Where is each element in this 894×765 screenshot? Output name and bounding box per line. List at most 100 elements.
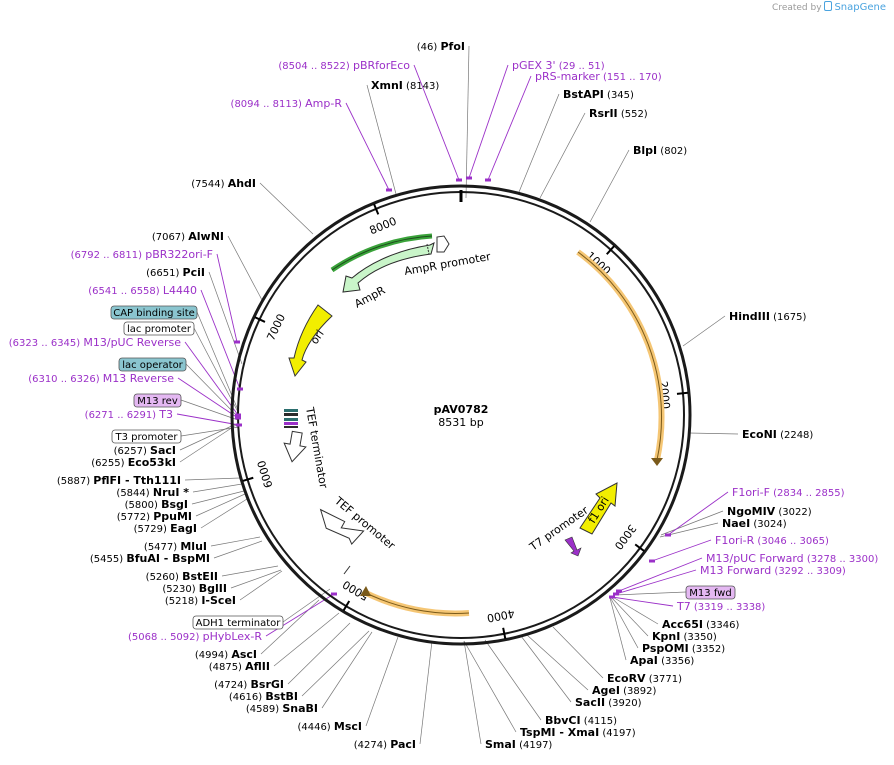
primer-f1ori-f[interactable]: F1ori-F (2834 .. 2855): [665, 486, 845, 537]
site-position: (6257): [114, 446, 150, 457]
primer-f1ori-r[interactable]: F1ori-R (3046 .. 3065): [649, 534, 829, 563]
site-blpi[interactable]: BlpI (802): [633, 144, 687, 157]
primer-label: (6310 .. 6326) M13 Reverse: [28, 372, 174, 385]
site-leader: [195, 493, 246, 517]
feature-adh1-terminator[interactable]: ADH1 terminator: [192, 615, 284, 630]
primer-leader: [200, 289, 241, 390]
primer-phyblex-r[interactable]: (5068 .. 5092) pHybLex-R: [128, 592, 337, 644]
site-label: (4446) MscI: [297, 720, 362, 733]
site-ecorv[interactable]: EcoRV (3771): [607, 672, 682, 685]
site-pcii[interactable]: (6651) PciI: [146, 266, 205, 279]
primer-pgex-3[interactable]: pGEX 3' (29 .. 51): [466, 59, 605, 180]
feature-box-text: ADH1 terminator: [196, 618, 282, 629]
site-asci[interactable]: (4994) AscI: [195, 648, 257, 661]
site-tspmi-xmai[interactable]: TspMI - XmaI (4197): [520, 726, 636, 739]
site-name: TspMI - XmaI: [520, 726, 599, 739]
site-xmni[interactable]: XmnI (8143): [371, 79, 439, 92]
site-i-scei[interactable]: (5218) I-SceI: [165, 594, 236, 607]
site-leader: [609, 597, 627, 661]
ampr-feature-arrow: [342, 242, 435, 293]
site-econi[interactable]: EcoNI (2248): [742, 428, 813, 441]
site-msci[interactable]: (4446) MscI: [297, 720, 362, 733]
site-ahdi[interactable]: (7544) AhdI: [191, 177, 256, 190]
site-leader: [610, 596, 649, 637]
primer-m13-forward[interactable]: M13 Forward (3292 .. 3309): [613, 564, 846, 596]
primer-t7[interactable]: T7 (3319 .. 3338): [609, 595, 765, 614]
tick-label-8000: 8000: [368, 215, 399, 238]
site-ppumi[interactable]: (5772) PpuMI: [117, 510, 192, 523]
site-bglii[interactable]: (5230) BglII: [162, 582, 227, 595]
site-leader: [463, 640, 482, 745]
feature-leader: [185, 363, 239, 418]
primer-t3[interactable]: (6271 .. 6291) T3: [85, 408, 242, 427]
site-position: (802): [657, 146, 687, 157]
site-bfuai-bspmi[interactable]: (5455) BfuAI - BspMI: [90, 552, 210, 565]
site-name: PfoI: [441, 40, 466, 53]
site-hindiii[interactable]: HindIII (1675): [729, 310, 806, 323]
restriction-site-labels: (46) PfoI XmnI (8143) BstAPI (345) RsrII (5…: [57, 40, 814, 751]
orf-arc-2-core: [363, 591, 470, 614]
primer-pbr322ori-f[interactable]: (6792 .. 6811) pBR322ori-F: [71, 248, 240, 344]
primer-label: (6323 .. 6345) M13/pUC Reverse: [9, 336, 181, 349]
feature-lac-promoter[interactable]: lac promoter: [123, 321, 195, 336]
site-position: (3350): [680, 632, 717, 643]
site-snabi[interactable]: (4589) SnaBI: [246, 702, 318, 715]
primer-m13-puc-reverse[interactable]: (6323 .. 6345) M13/pUC Reverse: [9, 336, 241, 417]
site-pfoi[interactable]: (46) PfoI: [417, 40, 465, 53]
primer-pbrforeco[interactable]: (8504 .. 8522) pBRforEco: [278, 59, 462, 182]
site-position: (5844): [116, 488, 152, 499]
feature-box-text: lac operator: [122, 360, 183, 371]
site-acc65i[interactable]: Acc65I (3346): [662, 618, 739, 631]
site-bsgi[interactable]: (5800) BsgI: [125, 498, 188, 511]
site-aflii[interactable]: (4875) AflII: [209, 660, 270, 673]
primer-site-marker: [236, 423, 242, 427]
feature-t3-promoter[interactable]: T3 promoter: [111, 429, 182, 444]
primer-range: (6541 .. 6558): [88, 286, 163, 297]
feature-m13-fwd[interactable]: M13 fwd: [685, 585, 736, 600]
primer-m13-puc-forward[interactable]: M13/pUC Forward (3278 .. 3300): [616, 552, 878, 593]
site-pflfi-tth111i[interactable]: (5887) PflFI - Tth111I: [57, 474, 181, 487]
cluster-bar-4: [284, 422, 298, 425]
site-label: PspOMI (3352): [642, 642, 725, 655]
site-pspomi[interactable]: PspOMI (3352): [642, 642, 725, 655]
site-bbvci[interactable]: BbvCI (4115): [545, 714, 617, 727]
site-bsrgi[interactable]: (4724) BsrGI: [214, 678, 284, 691]
site-eco53ki[interactable]: (6255) Eco53kI: [91, 456, 176, 469]
site-rsrii[interactable]: RsrII (552): [589, 107, 648, 120]
site-sacii[interactable]: SacII (3920): [575, 696, 642, 709]
feature-cap-binding-site[interactable]: CAP binding site: [110, 305, 198, 320]
primer-amp-r[interactable]: (8094 .. 8113) Amp-R: [231, 97, 392, 192]
site-position: (46): [417, 42, 441, 53]
site-apai[interactable]: ApaI (3356): [630, 654, 694, 667]
site-saci[interactable]: (6257) SacI: [114, 444, 176, 457]
primer-label: (8094 .. 8113) Amp-R: [231, 97, 343, 110]
primer-range: (3292 .. 3309): [771, 566, 846, 577]
site-kpni[interactable]: KpnI (3350): [652, 630, 717, 643]
tick-mark-6000: [242, 476, 254, 482]
site-bsteii[interactable]: (5260) BstEII: [146, 570, 218, 583]
site-label: (6651) PciI: [146, 266, 205, 279]
site-nrui[interactable]: (5844) NruI *: [116, 486, 189, 499]
primer-l4440[interactable]: (6541 .. 6558) L4440: [88, 284, 243, 391]
primer-m13-reverse[interactable]: (6310 .. 6326) M13 Reverse: [28, 372, 241, 420]
primer-name: T7: [676, 600, 691, 613]
snapgene-logo-icon: [824, 1, 833, 11]
orf-arcs: [360, 249, 665, 617]
site-bstapi[interactable]: BstAPI (345): [563, 88, 634, 101]
feature-m13-rev[interactable]: M13 rev: [133, 393, 182, 408]
site-ngomiv[interactable]: NgoMIV (3022): [727, 505, 812, 518]
site-mlui[interactable]: (5477) MluI: [144, 540, 207, 553]
site-label: (6257) SacI: [114, 444, 176, 457]
feature-lac-operator[interactable]: lac operator: [118, 357, 187, 372]
site-smai[interactable]: SmaI (4197): [485, 738, 552, 751]
site-alwni[interactable]: (7067) AlwNI: [152, 230, 224, 243]
primer-prs-marker[interactable]: pRS-marker (151 .. 170): [485, 70, 662, 182]
site-label: (7067) AlwNI: [152, 230, 224, 243]
site-bstbi[interactable]: (4616) BstBI: [229, 690, 298, 703]
tick-label-4000: 4000: [486, 607, 516, 625]
site-paci[interactable]: (4274) PacI: [354, 738, 416, 751]
primer-leader: [176, 413, 240, 426]
site-agei[interactable]: AgeI (3892): [592, 684, 656, 697]
site-naei[interactable]: NaeI (3024): [722, 517, 787, 530]
site-eagi[interactable]: (5729) EagI: [134, 522, 197, 535]
